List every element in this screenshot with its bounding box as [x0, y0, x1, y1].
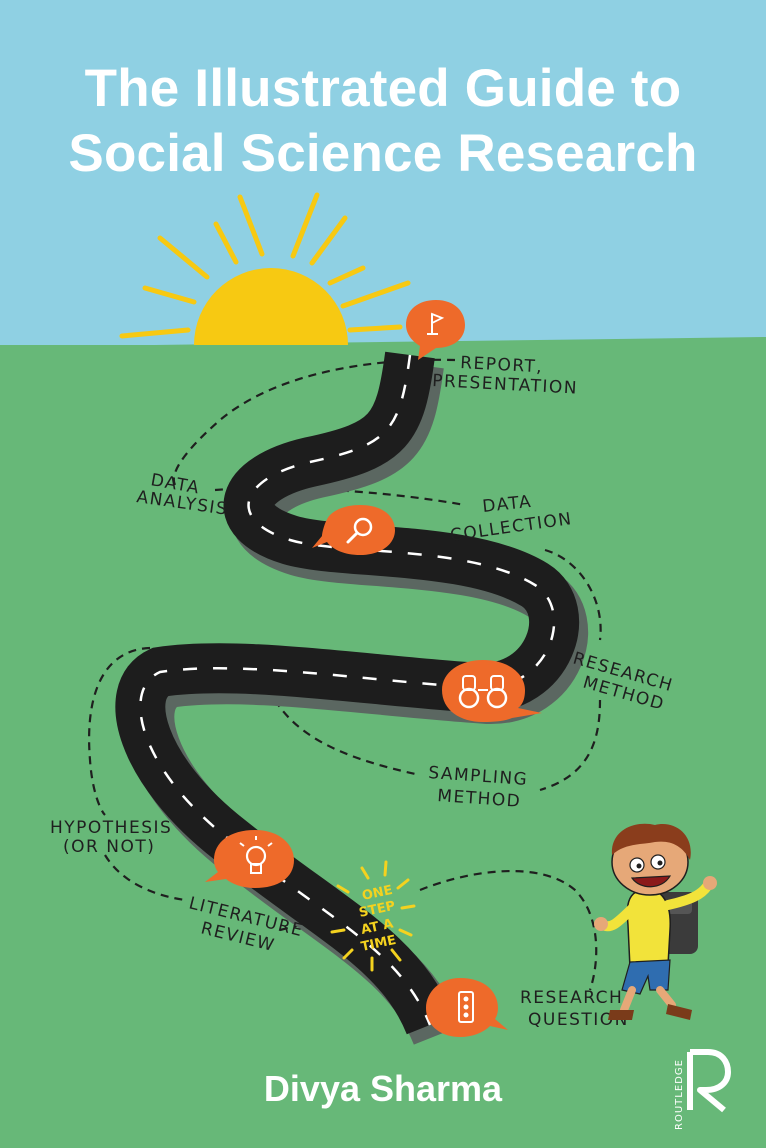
routledge-logo: ROUTLEDGE — [674, 1049, 731, 1130]
motto-line-4: TIME — [360, 933, 398, 955]
binoculars-icon — [442, 660, 542, 722]
lightbulb-icon — [205, 830, 294, 888]
stage-hypothesis-line-1: HYPOTHESIS — [50, 818, 172, 838]
hiker-character — [594, 823, 717, 1020]
stage-report-line-1: REPORT, — [460, 353, 544, 377]
book-title-line-2: Social Science Research — [68, 124, 698, 183]
sun-icon — [119, 192, 411, 345]
stage-hypothesis-line-2: (OR NOT) — [63, 837, 155, 857]
motto-line-2: STEP — [358, 899, 397, 921]
sky — [0, 0, 766, 345]
stage-question-line-1: RESEARCH — [520, 988, 623, 1008]
motto-burst: ONE STEP AT A TIME — [330, 860, 416, 972]
stage-question-line-2: QUESTION — [528, 1010, 629, 1030]
author-name: Divya Sharma — [263, 1068, 503, 1109]
motto-line-1: ONE — [361, 883, 394, 904]
traffic-light-icon — [426, 978, 508, 1037]
flag-icon — [406, 300, 465, 360]
book-title-line-1: The Illustrated Guide to — [84, 59, 682, 118]
magnifier-icon — [312, 505, 395, 555]
road-center-dashes — [139, 354, 556, 1026]
publisher-name: ROUTLEDGE — [674, 1059, 685, 1130]
grass-field — [0, 337, 766, 1148]
motto-line-3: AT A — [360, 916, 395, 937]
